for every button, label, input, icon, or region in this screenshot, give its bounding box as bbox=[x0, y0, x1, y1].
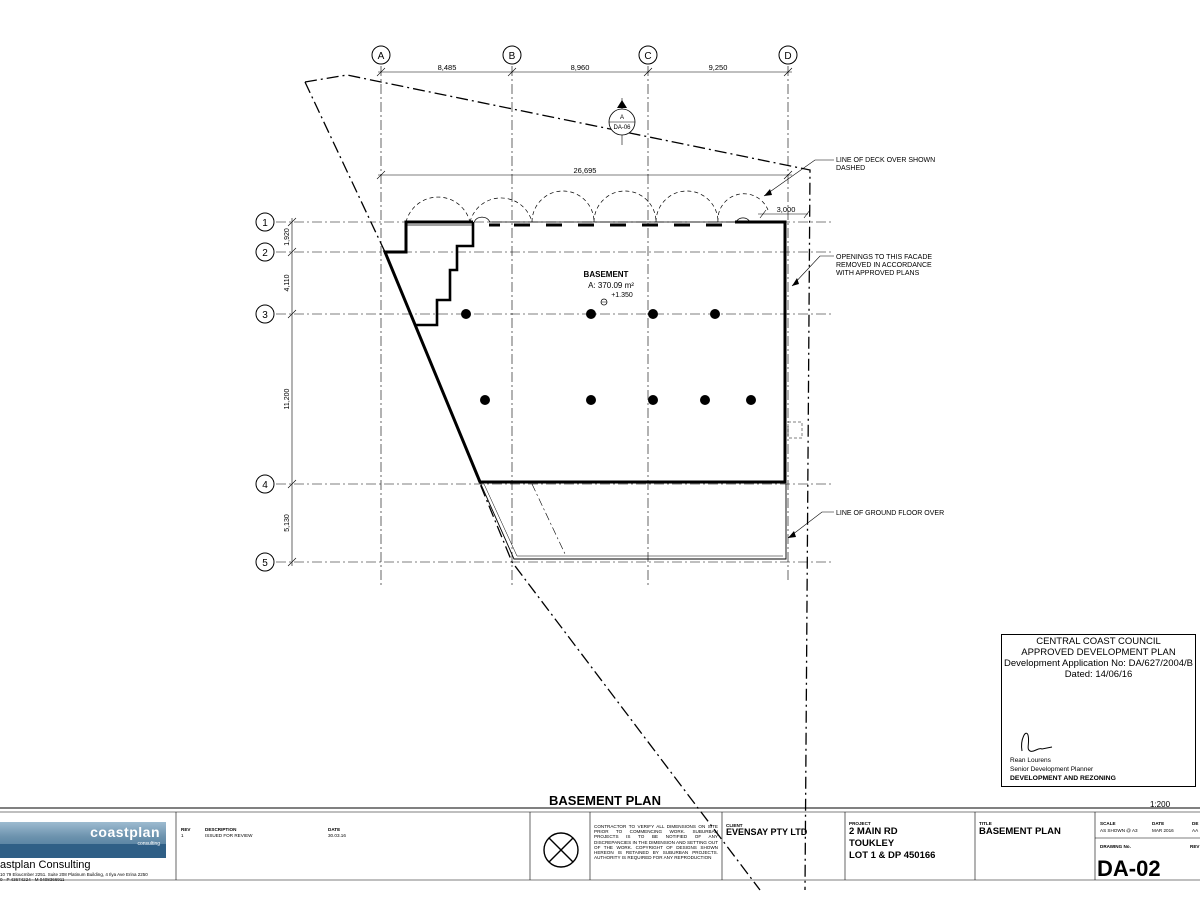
section-letter: A bbox=[620, 115, 624, 121]
company-name: astplan Consulting bbox=[0, 859, 91, 871]
section-ref: DA-06 bbox=[613, 125, 631, 131]
desc-value: ISSUED FOR REVIEW bbox=[205, 833, 253, 838]
rev-header: REV bbox=[181, 827, 191, 832]
grid-row-5: 5 bbox=[262, 558, 268, 569]
grid-bubbles: A B C D 1 2 3 4 5 bbox=[255, 45, 798, 572]
dim-overall: 26,695 bbox=[574, 166, 597, 175]
drawing-scale: 1:200 bbox=[1150, 800, 1171, 809]
grid-col-c: C bbox=[644, 51, 651, 62]
dim-a-b: 8,485 bbox=[438, 63, 457, 72]
overall-dimension bbox=[376, 170, 793, 180]
grid-col-d: D bbox=[784, 51, 791, 62]
project-address: 2 MAIN RD bbox=[849, 826, 898, 837]
north-point-icon bbox=[543, 832, 579, 868]
dim-1-2: 1,920 bbox=[284, 228, 291, 246]
date-label: DATE bbox=[1152, 821, 1165, 826]
stamp-dated: Dated: 14/06/16 bbox=[1064, 669, 1133, 680]
dim-4-5: 5,130 bbox=[284, 514, 291, 532]
note-openings-2: REMOVED IN ACCORDANCE bbox=[836, 262, 932, 269]
note-ground-floor: LINE OF GROUND FLOOR OVER bbox=[836, 510, 944, 517]
note-deck-1: LINE OF DECK OVER SHOWN bbox=[836, 157, 935, 164]
rev-label: REV bbox=[1190, 844, 1200, 849]
stamp-department: DEVELOPMENT AND REZONING bbox=[1010, 775, 1116, 782]
drawing-no-label: DRAWING No. bbox=[1100, 844, 1131, 849]
stamp-approved: APPROVED DEVELOPMENT PLAN bbox=[1021, 647, 1176, 658]
grid-row-1: 1 bbox=[262, 218, 268, 229]
project-label: PROJECT bbox=[849, 821, 871, 826]
grid-row-3: 3 bbox=[262, 310, 268, 321]
desc-header: DESCRIPTION bbox=[205, 827, 237, 832]
grid-row-2: 2 bbox=[262, 248, 268, 259]
note-openings-1: OPENINGS TO THIS FACADE bbox=[836, 254, 932, 261]
columns bbox=[461, 309, 756, 405]
section-marker bbox=[608, 98, 636, 145]
title-value: BASEMENT PLAN bbox=[979, 826, 1061, 837]
grid-lines bbox=[276, 66, 832, 588]
site-boundary bbox=[304, 74, 811, 891]
top-dimensions bbox=[376, 67, 793, 77]
grid-col-b: B bbox=[509, 51, 516, 62]
grid-col-a: A bbox=[378, 51, 385, 62]
room-area: A: 370.09 m² bbox=[588, 281, 634, 290]
left-dimensions bbox=[287, 217, 297, 567]
basement-walls bbox=[382, 220, 787, 484]
drawing-title: BASEMENT PLAN bbox=[549, 793, 661, 808]
dim-offset: 3,000 bbox=[777, 205, 796, 214]
stamp-signatory: Rean Lourens bbox=[1010, 757, 1051, 764]
note-deck-2: DASHED bbox=[836, 165, 865, 172]
dim-2-3: 4,110 bbox=[284, 274, 291, 291]
deck-line bbox=[405, 190, 769, 223]
dim-3-4: 11,200 bbox=[284, 388, 291, 409]
rev-value: 1 bbox=[181, 833, 184, 838]
room-level: +1.350 bbox=[611, 292, 633, 299]
stamp-council: CENTRAL COAST COUNCIL bbox=[1036, 636, 1161, 647]
project-lot: LOT 1 & DP 450166 bbox=[849, 850, 936, 861]
note-openings-3: WITH APPROVED PLANS bbox=[836, 270, 920, 277]
council-approval-stamp: CENTRAL COAST COUNCIL APPROVED DEVELOPME… bbox=[1001, 634, 1196, 787]
company-logo: coastplan consulting bbox=[0, 822, 166, 858]
de-label: DE bbox=[1192, 821, 1199, 826]
client-label: CLIENT bbox=[726, 823, 743, 828]
site-boundary-west bbox=[304, 81, 761, 891]
ground-floor-line bbox=[479, 481, 787, 560]
scale-value: AS SHOWN @ A3 bbox=[1100, 828, 1138, 833]
de-value: AA bbox=[1192, 828, 1199, 833]
drawing-number: DA-02 bbox=[1097, 856, 1161, 881]
date-header: DATE bbox=[328, 827, 341, 832]
room-name: BASEMENT bbox=[584, 270, 629, 279]
dim-c-d: 9,250 bbox=[709, 63, 728, 72]
grid-row-4: 4 bbox=[262, 480, 268, 491]
signature bbox=[1021, 732, 1053, 752]
title-label: TITLE bbox=[979, 821, 992, 826]
scale-label: SCALE bbox=[1100, 821, 1116, 826]
company-address: 10 79 Eloucmber 2251. Suite 208 Platinum… bbox=[0, 872, 148, 882]
title-block-frame bbox=[0, 807, 1200, 881]
title-block: coastplan consulting astplan Consulting … bbox=[0, 812, 1200, 882]
date-value: 30.03.16 bbox=[328, 833, 346, 838]
date-block-value: MAR 2016 bbox=[1152, 828, 1174, 833]
stamp-role: Senior Development Planner bbox=[1010, 766, 1094, 773]
client-name: EVENSAY PTY LTD bbox=[726, 827, 808, 837]
disclaimer: CONTRACTOR TO VERIFY ALL DIMENSIONS ON S… bbox=[594, 824, 718, 861]
dim-b-c: 8,960 bbox=[571, 63, 590, 72]
note-leaders bbox=[763, 159, 834, 539]
stamp-application: Development Application No: DA/627/2004/… bbox=[1003, 658, 1194, 669]
project-suburb: TOUKLEY bbox=[849, 838, 895, 849]
stepped-wall bbox=[415, 222, 475, 327]
